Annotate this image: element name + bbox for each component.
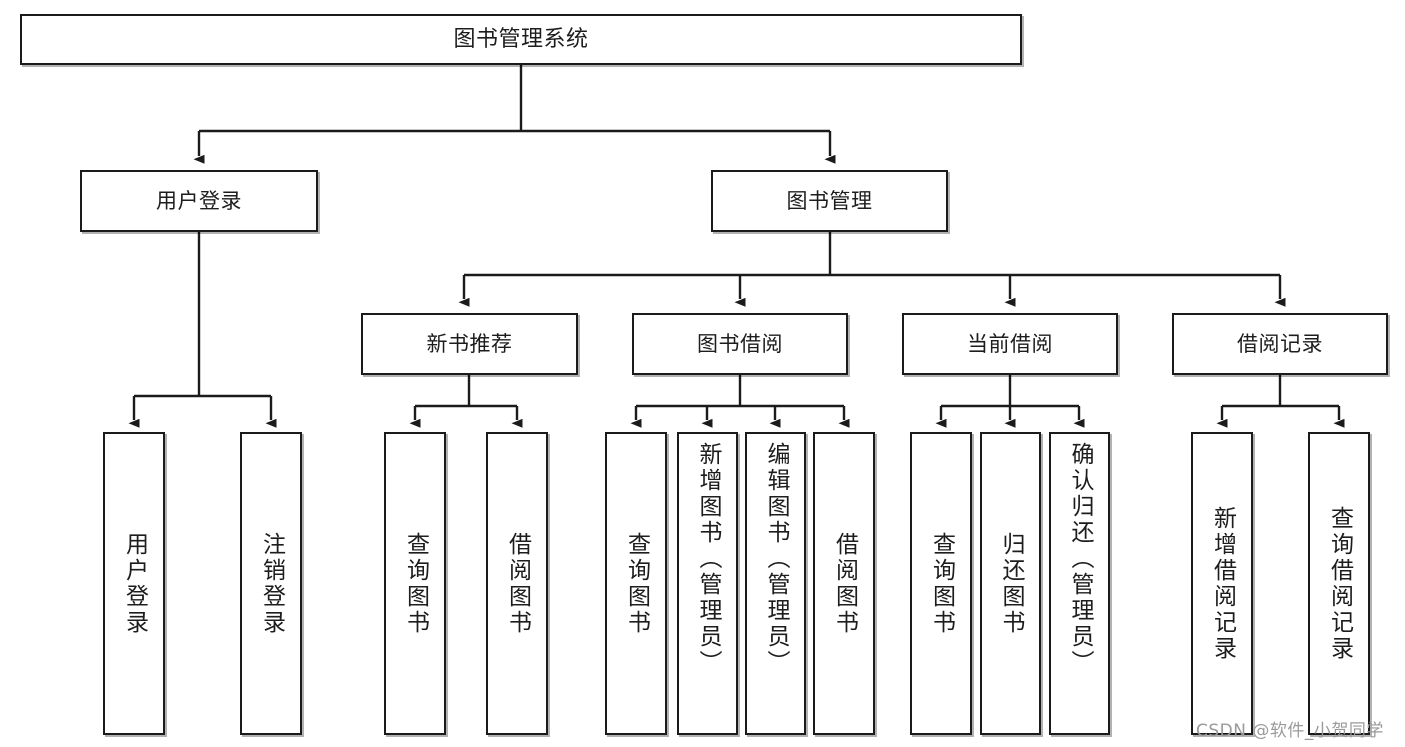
- node-root-label: 图书管理系统: [453, 26, 589, 52]
- node-current-borrow-label: 当前借阅: [967, 331, 1053, 356]
- node-leaf-query-book-3-label: 查询图书: [928, 531, 955, 636]
- node-leaf-logout[interactable]: 注销登录: [240, 432, 302, 735]
- node-borrow-record[interactable]: 借阅记录: [1172, 313, 1388, 375]
- node-leaf-add-record-label: 新增借阅记录: [1209, 505, 1236, 662]
- node-leaf-borrow-book-1[interactable]: 借阅图书: [486, 432, 548, 735]
- node-user-login[interactable]: 用户登录: [80, 170, 318, 232]
- node-leaf-return-book[interactable]: 归还图书: [980, 432, 1041, 735]
- node-leaf-add-book-label: 新增图书（管理员）: [695, 442, 721, 676]
- node-leaf-query-book-2[interactable]: 查询图书: [605, 432, 667, 735]
- node-leaf-return-book-label: 归还图书: [998, 531, 1024, 636]
- node-leaf-borrow-book-2-label: 借阅图书: [831, 531, 858, 636]
- node-new-book-recommend[interactable]: 新书推荐: [361, 313, 578, 375]
- node-leaf-logout-label: 注销登录: [258, 531, 285, 636]
- node-user-login-label: 用户登录: [156, 188, 242, 213]
- node-leaf-query-book-2-label: 查询图书: [623, 531, 650, 636]
- node-book-borrow-label: 图书借阅: [697, 331, 783, 356]
- node-leaf-confirm-return[interactable]: 确认归还（管理员）: [1049, 432, 1110, 735]
- node-borrow-record-label: 借阅记录: [1237, 331, 1323, 356]
- node-leaf-borrow-book-2[interactable]: 借阅图书: [813, 432, 875, 735]
- node-leaf-edit-book[interactable]: 编辑图书（管理员）: [745, 432, 806, 735]
- node-leaf-user-login[interactable]: 用户登录: [103, 432, 165, 735]
- node-leaf-query-book-3[interactable]: 查询图书: [910, 432, 972, 735]
- node-leaf-add-book[interactable]: 新增图书（管理员）: [677, 432, 738, 735]
- node-book-manage[interactable]: 图书管理: [711, 170, 948, 232]
- node-leaf-add-record[interactable]: 新增借阅记录: [1191, 432, 1253, 735]
- node-leaf-edit-book-label: 编辑图书（管理员）: [763, 442, 789, 676]
- node-leaf-user-login-label: 用户登录: [121, 531, 148, 636]
- node-current-borrow[interactable]: 当前借阅: [902, 313, 1118, 375]
- node-leaf-confirm-return-label: 确认归还（管理员）: [1067, 442, 1093, 676]
- node-new-book-recommend-label: 新书推荐: [426, 331, 513, 356]
- node-leaf-query-record[interactable]: 查询借阅记录: [1308, 432, 1370, 735]
- node-leaf-borrow-book-1-label: 借阅图书: [504, 531, 531, 636]
- node-leaf-query-book-1-label: 查询图书: [402, 531, 429, 636]
- node-root[interactable]: 图书管理系统: [20, 14, 1022, 65]
- node-book-borrow[interactable]: 图书借阅: [632, 313, 848, 375]
- node-leaf-query-book-1[interactable]: 查询图书: [384, 432, 446, 735]
- node-leaf-query-record-label: 查询借阅记录: [1326, 505, 1353, 662]
- node-book-manage-label: 图书管理: [786, 188, 873, 213]
- csdn-watermark: CSDN @软件_小贺同学: [1196, 721, 1384, 741]
